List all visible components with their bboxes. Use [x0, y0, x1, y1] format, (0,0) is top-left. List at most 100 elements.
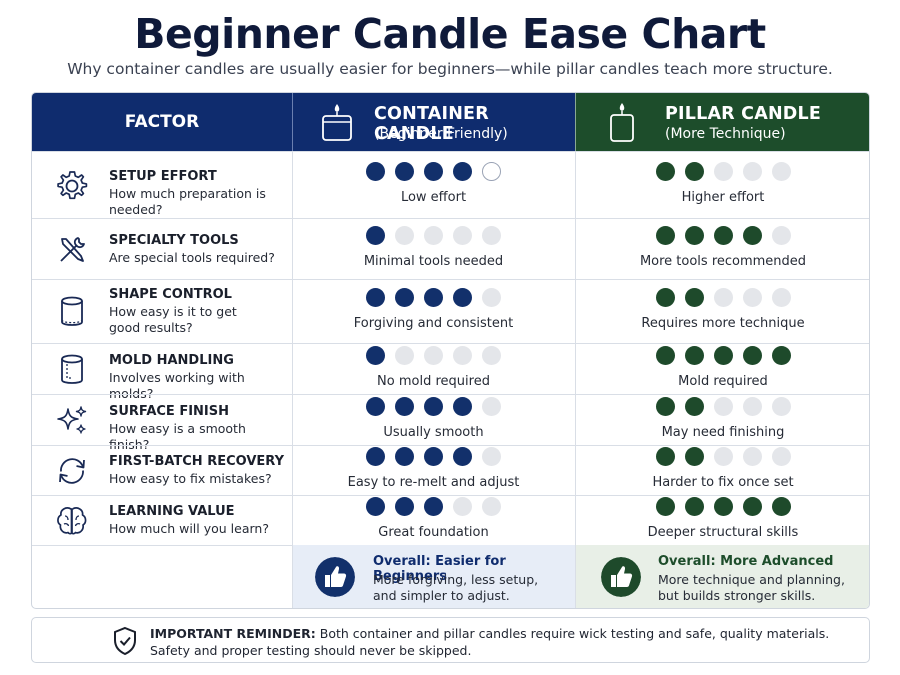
factor-name: SHAPE CONTROL — [109, 287, 232, 302]
pillar-rating — [656, 447, 791, 466]
rating-dot-filled — [366, 447, 385, 466]
factor-name: SETUP EFFORT — [109, 169, 217, 184]
page-title: Beginner Candle Ease Chart — [134, 10, 766, 58]
rating-dot-filled — [424, 397, 443, 416]
page-subtitle: Why container candles are usually easier… — [67, 60, 833, 78]
rating-dot-filled — [685, 447, 704, 466]
rating-dot-filled — [453, 288, 472, 307]
rating-dot-filled — [656, 226, 675, 245]
rating-dot-filled — [366, 162, 385, 181]
summary-container-line: and simpler to adjust. — [373, 588, 510, 603]
gear-icon — [57, 171, 88, 200]
rating-dot-empty — [743, 288, 762, 307]
rating-dot-filled — [395, 162, 414, 181]
pillar-label: More tools recommended — [639, 254, 807, 269]
factor-question: Involves working with molds? — [109, 370, 245, 401]
pillar-label: Requires more technique — [641, 316, 805, 331]
rating-dot-empty — [482, 162, 501, 181]
factor-question: How easy is it to get good results? — [109, 304, 237, 335]
rating-dot-filled — [743, 497, 762, 516]
header-container-title: CONTAINER CANDLE — [374, 104, 489, 144]
header-pillar-subtitle: (More Technique) — [665, 126, 786, 142]
summary-container-line: More forgiving, less setup, — [373, 572, 539, 587]
rating-dot-filled — [395, 447, 414, 466]
pillar-label: Deeper structural skills — [647, 525, 799, 540]
rating-dot-filled — [424, 162, 443, 181]
refresh-icon — [59, 458, 85, 484]
rating-dot-filled — [714, 346, 733, 365]
reminder-line: Both container and pillar candles requir… — [319, 626, 830, 641]
pillar-rating — [656, 226, 791, 245]
rating-dot-filled — [424, 497, 443, 516]
container-label: Usually smooth — [383, 425, 484, 440]
container-label: Minimal tools needed — [363, 254, 504, 269]
summary-pillar-line: but builds stronger skills. — [658, 588, 816, 603]
rating-dot-filled — [714, 226, 733, 245]
rating-dot-empty — [424, 226, 443, 245]
header-container-subtitle: (Beginner Friendly) — [374, 126, 508, 142]
rating-dot-filled — [685, 497, 704, 516]
container-rating — [366, 397, 501, 416]
rating-dot-filled — [366, 288, 385, 307]
summary-pillar: Overall: More Advanced More technique an… — [575, 545, 869, 608]
rating-dot-filled — [453, 162, 472, 181]
summary-pillar-title: Overall: More Advanced — [658, 554, 834, 569]
rating-dot-empty — [772, 447, 791, 466]
rating-dot-empty — [453, 346, 472, 365]
rating-dot-empty — [482, 497, 501, 516]
column-divider — [575, 151, 576, 608]
header-factor-label: FACTOR — [124, 112, 200, 132]
summary-pillar-text: More technique and planning, but builds … — [658, 572, 845, 604]
container-rating — [366, 346, 501, 365]
container-label: No mold required — [377, 374, 490, 389]
rating-dot-empty — [395, 226, 414, 245]
header-pillar: PILLAR CANDLE (More Technique) — [575, 93, 869, 151]
table-row: SHAPE CONTROL How easy is it to get good … — [32, 279, 869, 343]
rating-dot-filled — [772, 346, 791, 365]
rating-dot-empty — [772, 226, 791, 245]
factor-name: MOLD HANDLING — [109, 353, 234, 368]
rating-dot-filled — [395, 288, 414, 307]
container-label: Great foundation — [378, 525, 489, 540]
rating-dot-filled — [743, 346, 762, 365]
container-rating — [366, 497, 501, 516]
container-rating — [366, 226, 501, 245]
pillar-label: Higher effort — [681, 190, 765, 205]
rating-dot-filled — [424, 288, 443, 307]
rating-dot-filled — [743, 226, 762, 245]
header-container: CONTAINER CANDLE (Beginner Friendly) — [292, 93, 575, 151]
rating-dot-filled — [685, 162, 704, 181]
header-pillar-title: PILLAR CANDLE — [665, 104, 822, 124]
rating-dot-empty — [743, 162, 762, 181]
rating-dot-empty — [453, 497, 472, 516]
pillar-rating — [656, 162, 791, 181]
pillar-candle-icon — [610, 103, 634, 142]
mold-icon — [61, 354, 83, 384]
comparison-table: FACTOR CONTAINER CANDLE (Beginner Friend… — [31, 92, 870, 609]
rating-dot-empty — [482, 346, 501, 365]
column-divider — [292, 151, 293, 608]
pillar-label: Harder to fix once set — [652, 475, 794, 490]
header-factor: FACTOR — [32, 93, 292, 151]
table-row: MOLD HANDLING Involves working with molds… — [32, 343, 869, 401]
container-rating — [366, 162, 501, 181]
rating-dot-filled — [656, 497, 675, 516]
factor-question: How easy to fix mistakes? — [109, 471, 272, 486]
rating-dot-empty — [482, 226, 501, 245]
rating-dot-empty — [482, 288, 501, 307]
rating-dot-empty — [395, 346, 414, 365]
rating-dot-filled — [366, 226, 385, 245]
factor-question: Are special tools required? — [109, 250, 275, 265]
factor-question: How easy is a smooth finish? — [109, 421, 246, 452]
summary-container-title: Overall: Easier for Beginners — [373, 554, 506, 584]
rating-dot-filled — [366, 346, 385, 365]
rating-dot-filled — [395, 397, 414, 416]
rating-dot-filled — [656, 397, 675, 416]
rating-dot-empty — [714, 397, 733, 416]
rating-dot-empty — [743, 397, 762, 416]
rating-dot-empty — [772, 288, 791, 307]
factor-name: LEARNING VALUE — [109, 504, 235, 519]
